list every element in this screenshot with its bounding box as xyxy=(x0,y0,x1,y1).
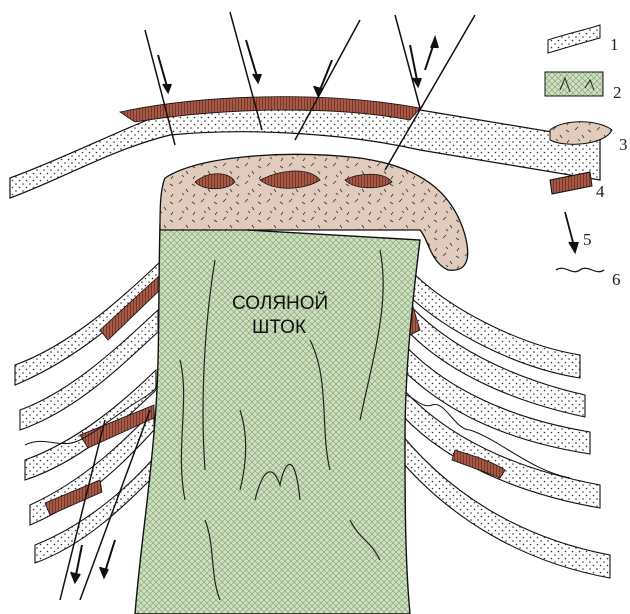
legend-num-4: 4 xyxy=(596,182,605,201)
legend-item-5: 5 xyxy=(565,212,592,252)
right-flank-layers xyxy=(388,270,610,578)
legend-item-2: 2 xyxy=(545,72,622,102)
legend-num-6: 6 xyxy=(612,270,621,289)
legend-num-2: 2 xyxy=(613,83,622,102)
stock-label-line1: СОЛЯНОЙ xyxy=(232,292,328,314)
legend-num-1: 1 xyxy=(610,35,619,54)
legend-num-5: 5 xyxy=(583,230,592,249)
stock-label-line2: ШТОК xyxy=(252,317,306,338)
legend-num-3: 3 xyxy=(619,135,628,154)
left-flank-layers xyxy=(15,262,160,563)
legend-item-6: 6 xyxy=(556,268,621,289)
legend-item-1: 1 xyxy=(548,25,619,54)
